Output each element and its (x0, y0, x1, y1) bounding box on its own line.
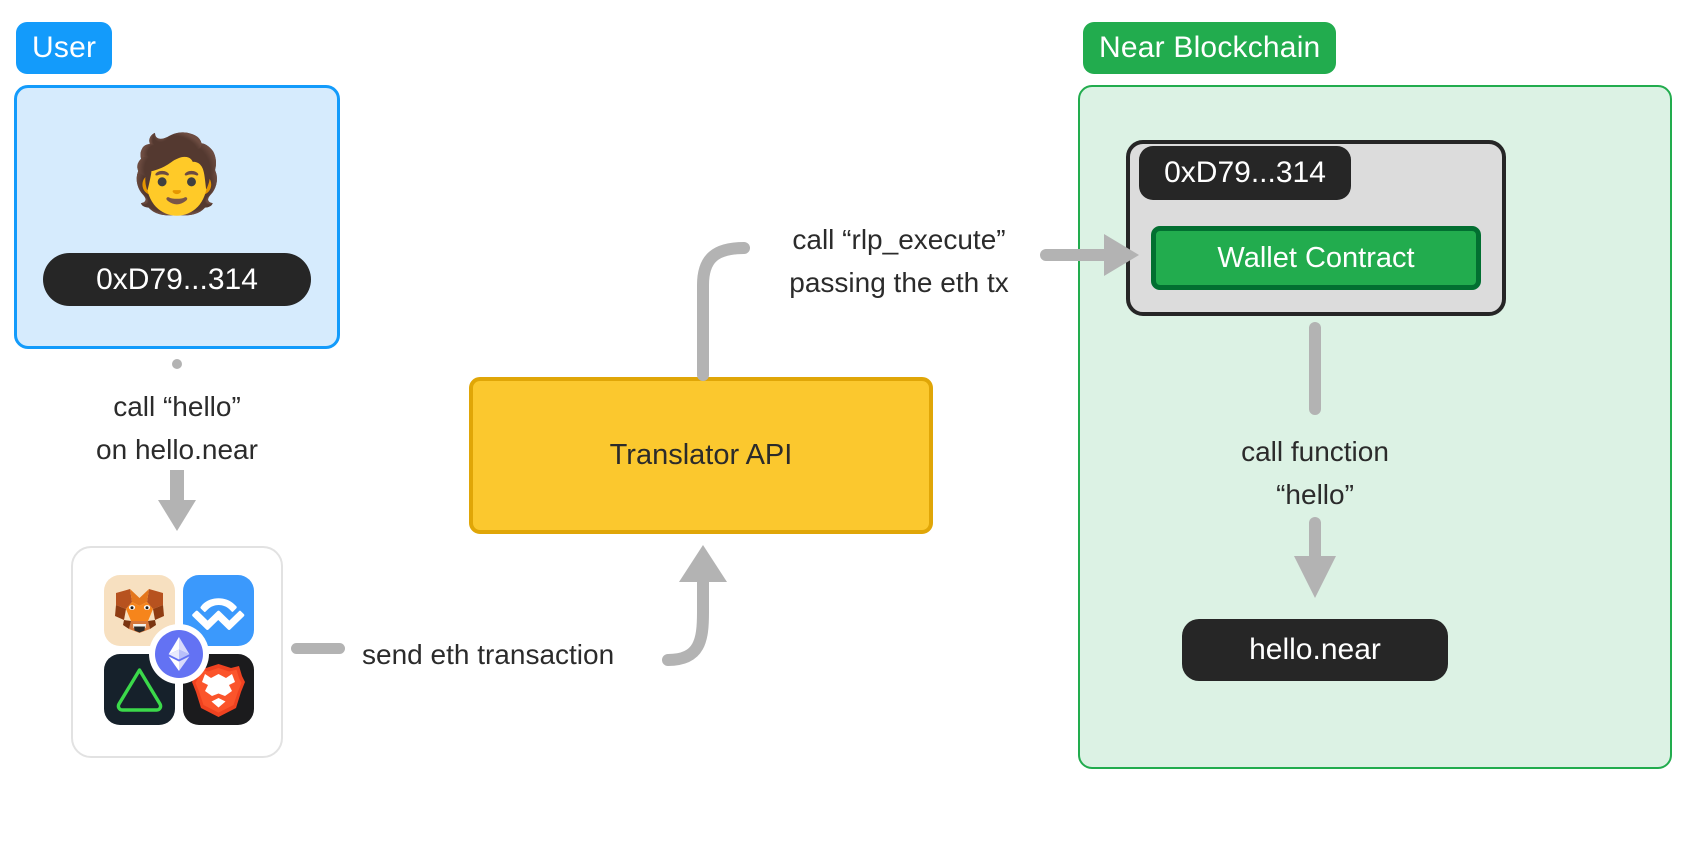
group-label-near-blockchain-text: Near Blockchain (1099, 31, 1321, 64)
translator-api-label: Translator API (609, 439, 793, 471)
user-avatar-emoji: 🧑 (129, 132, 225, 217)
wallet-apps-card (71, 546, 283, 758)
connector-label-send-eth-text: send eth transaction (362, 639, 615, 670)
hello-near-contract-chip: hello.near (1182, 619, 1448, 681)
hello-near-contract-text: hello.near (1249, 633, 1381, 666)
user-address-chip: 0xD79...314 (43, 253, 311, 306)
group-label-user: User (16, 22, 113, 74)
connector-label-call-function-line1: call function (1241, 436, 1389, 467)
connector-label-call-function: call function “hello” (1190, 430, 1440, 517)
wallet-account-address-chip: 0xD79...314 (1139, 146, 1351, 200)
user-connector-dot (172, 359, 182, 369)
ethereum-icon[interactable] (149, 624, 209, 684)
connector-label-call-hello-line2: on hello.near (96, 434, 258, 466)
connector-label-call-hello: call “hello” on hello.near (60, 385, 294, 472)
connector-label-send-eth: send eth transaction (362, 633, 614, 676)
connector-label-rlp-execute-line1: call “rlp_execute” (792, 224, 1006, 255)
user-address-text: 0xD79...314 (96, 262, 258, 296)
connector-label-call-function-line2: “hello” (1276, 479, 1354, 511)
wallet-contract-label: Wallet Contract (1217, 241, 1415, 274)
arrow-user-to-wallets (158, 470, 196, 531)
translator-api-box[interactable]: Translator API (469, 377, 933, 534)
connector-label-call-hello-line1: call “hello” (113, 391, 241, 422)
ethereum-icon-inner (155, 630, 203, 678)
group-label-near-blockchain: Near Blockchain (1083, 22, 1337, 74)
brave-icon[interactable] (183, 654, 254, 725)
connector-label-rlp-execute-line2: passing the eth tx (789, 267, 1009, 299)
wallet-contract-box[interactable]: Wallet Contract (1151, 226, 1481, 290)
wallet-account-address-text: 0xD79...314 (1164, 156, 1326, 189)
user-avatar-icon: 🧑 (14, 120, 340, 230)
group-label-user-text: User (32, 31, 97, 64)
connector-label-rlp-execute: call “rlp_execute” passing the eth tx (768, 218, 1030, 305)
